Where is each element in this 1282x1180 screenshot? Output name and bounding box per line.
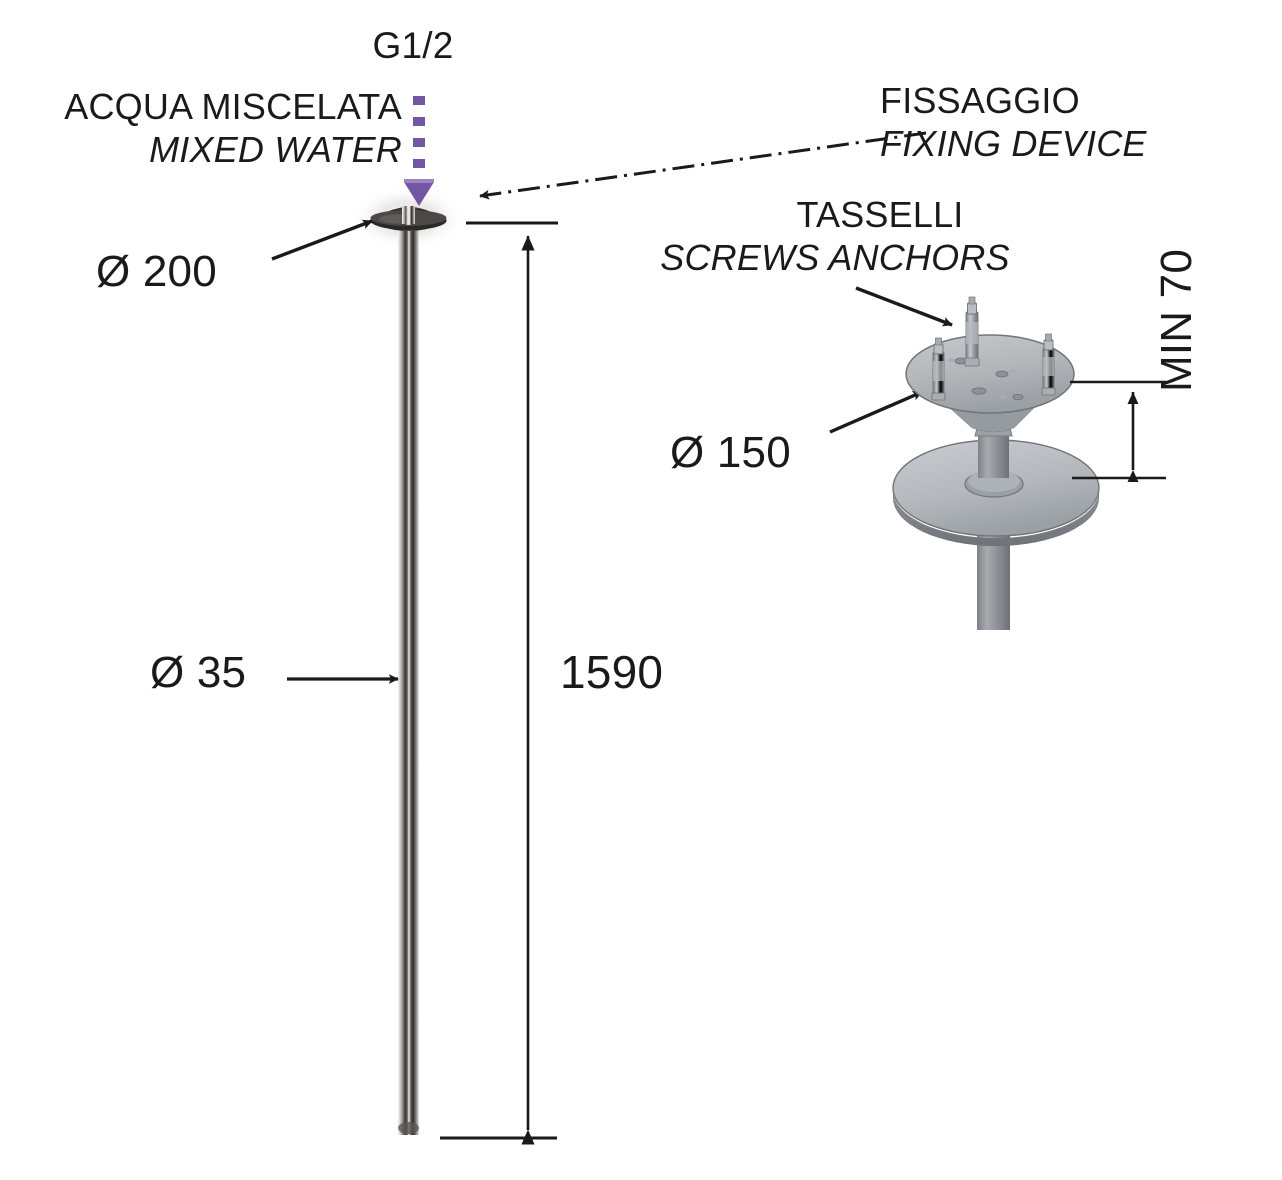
screw-anchor-left — [931, 337, 946, 401]
dimension-1590 — [440, 221, 558, 1145]
screw-anchor-right — [1041, 333, 1056, 396]
leader-dia-150 — [829, 390, 923, 434]
mixed-water-flow-arrow — [404, 96, 434, 206]
anchors-label-en: SCREWS ANCHORS — [660, 237, 1010, 278]
leader-dia-200 — [271, 219, 373, 261]
escutcheon-plate — [892, 439, 1100, 546]
fixing-label-it: FISSAGGIO — [880, 80, 1080, 121]
dimension-label-dia-35: Ø 35 — [150, 648, 247, 697]
shower-arm-elevation — [350, 186, 466, 1135]
dimension-label-min-70: MIN 70 — [1152, 248, 1201, 392]
fixing-plate — [905, 334, 1075, 432]
inlet-label-en: MIXED WATER — [149, 129, 402, 170]
dimension-min-70 — [1070, 380, 1166, 482]
leader-fixing-device — [479, 131, 927, 200]
dimension-label-dia-150: Ø 150 — [670, 428, 791, 477]
thread-label: G1/2 — [372, 25, 454, 66]
dimension-label-length: 1590 — [560, 646, 664, 698]
fixing-label-en: FIXING DEVICE — [880, 123, 1147, 164]
leader-screws-anchors — [855, 286, 953, 327]
screw-anchor-rear — [964, 296, 980, 367]
fixing-device-detail — [892, 296, 1100, 630]
anchors-label-it: TASSELLI — [796, 194, 964, 235]
dimension-label-dia-200: Ø 200 — [96, 247, 217, 296]
inlet-label-it: ACQUA MISCELATA — [64, 86, 402, 127]
